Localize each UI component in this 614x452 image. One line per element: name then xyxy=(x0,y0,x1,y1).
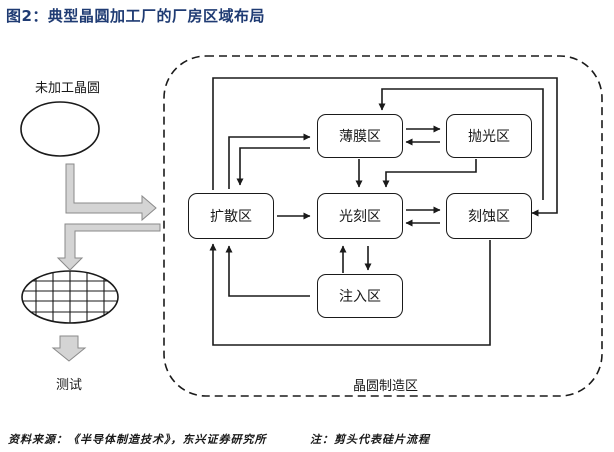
fab-label: 晶圆制造区 xyxy=(353,379,419,394)
implantation-area: 注入区 xyxy=(317,274,403,318)
patterned-wafer-icon xyxy=(21,270,119,324)
figure-title: 图2：典型晶圆加工厂的厂房区域布局 xyxy=(6,7,265,25)
thin-film-area: 薄膜区 xyxy=(317,114,403,158)
arrow-note: 注：剪头代表硅片流程 xyxy=(310,433,430,446)
arrow-etch-to-diffusion-loop xyxy=(209,240,491,346)
arrow-polish-to-litho xyxy=(382,159,477,188)
raw-wafer-label: 未加工晶圆 xyxy=(35,81,101,96)
test-label: 测试 xyxy=(56,378,83,393)
flow-out-of-fab-arrow xyxy=(56,223,161,271)
polishing-area: 抛光区 xyxy=(446,114,532,158)
fab-boundary xyxy=(163,55,603,397)
raw-wafer-icon xyxy=(20,101,100,157)
arrow-etch-to-thinfilm-loop xyxy=(378,88,544,200)
etching-area: 刻蚀区 xyxy=(446,193,532,239)
flow-into-fab-arrow xyxy=(65,163,157,222)
arrow-thinfilm-to-diffusion xyxy=(236,147,310,186)
flow-to-test-arrow xyxy=(51,335,87,362)
arrow-diffusion-to-etch-loop xyxy=(212,77,558,217)
source-note: 资料来源：《半导体制造技术》，东兴证券研究所 xyxy=(8,433,267,446)
photolithography-area: 光刻区 xyxy=(317,193,403,239)
arrow-diffusion-to-thinfilm xyxy=(228,133,311,189)
arrow-implant-to-diffusion xyxy=(225,245,310,297)
diffusion-area: 扩散区 xyxy=(188,193,274,239)
